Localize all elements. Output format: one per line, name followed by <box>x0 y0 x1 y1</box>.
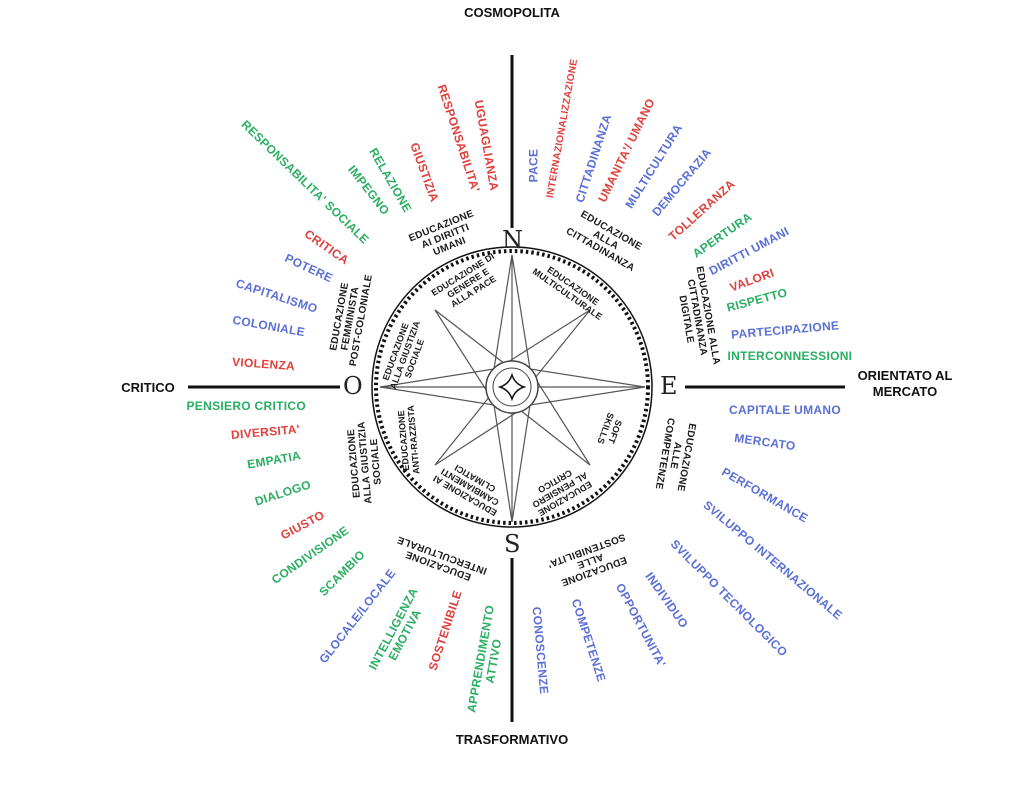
cardinal-n: N <box>502 226 523 254</box>
education-label: EDUCAZIONE ALLA GIUSTIZIA SOCIALE <box>345 420 384 504</box>
cardinal-o: O <box>343 372 363 400</box>
dotted-ring <box>374 249 650 525</box>
keyword-label: PENSIERO CRITICO <box>186 398 306 413</box>
keyword-label: INTERCONNESSIONI <box>727 348 853 363</box>
center-icon <box>497 372 527 402</box>
cardinal-s: S <box>504 530 521 558</box>
outer-ring <box>371 246 653 528</box>
axis-north-label: COSMOPOLITA <box>464 5 560 20</box>
axis-south-label: TRASFORMATIVO <box>455 732 569 747</box>
axis-west-label: CRITICO <box>121 380 175 395</box>
cardinal-e: E <box>660 372 678 400</box>
keyword-label: PACE <box>526 148 541 182</box>
keyword-label: CAPITALE UMANO <box>729 402 841 417</box>
axis-east-label: ORIENTATO AL MERCATO <box>857 368 953 399</box>
